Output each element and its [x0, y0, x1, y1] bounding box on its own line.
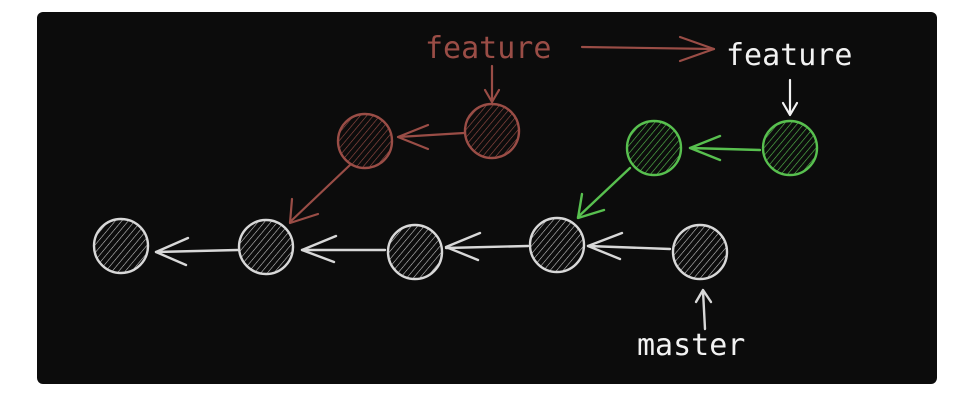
old-feature-arrows — [288, 35, 716, 225]
arrow-m4-to-m3 — [444, 231, 530, 262]
arrow-fnew2-to-fnew1 — [688, 134, 762, 162]
arrow-m5-to-m4 — [586, 231, 672, 261]
new-feature-label: feature — [726, 38, 852, 73]
commit-m3 — [386, 223, 444, 281]
arrow-fnew1-to-m4 — [576, 166, 632, 220]
master-label: master — [637, 328, 745, 363]
arrow-fold1-to-m2 — [288, 163, 352, 225]
commit-m2 — [237, 218, 295, 276]
commit-m5 — [671, 223, 729, 281]
commit-new-feature-1 — [625, 119, 683, 177]
arrow-m3-to-m2 — [300, 234, 387, 264]
arrow-master-label-to-m5 — [694, 288, 713, 331]
arrow-new-feature-label — [781, 78, 799, 117]
arrow-old-feature-label — [483, 64, 501, 104]
diagram-panel — [37, 12, 937, 384]
new-feature-arrows — [576, 134, 762, 220]
arrow-m2-to-m1 — [154, 236, 240, 267]
arrow-old-to-new-label — [580, 35, 716, 63]
commit-old-feature-1 — [336, 112, 394, 170]
arrow-fold2-to-fold1 — [396, 123, 466, 151]
commit-m4 — [528, 216, 586, 274]
commit-new-feature-2 — [761, 119, 819, 177]
old-feature-label: feature — [425, 31, 551, 66]
commit-old-feature-2 — [463, 102, 521, 160]
master-arrows — [154, 231, 713, 331]
commit-m1 — [92, 217, 150, 275]
